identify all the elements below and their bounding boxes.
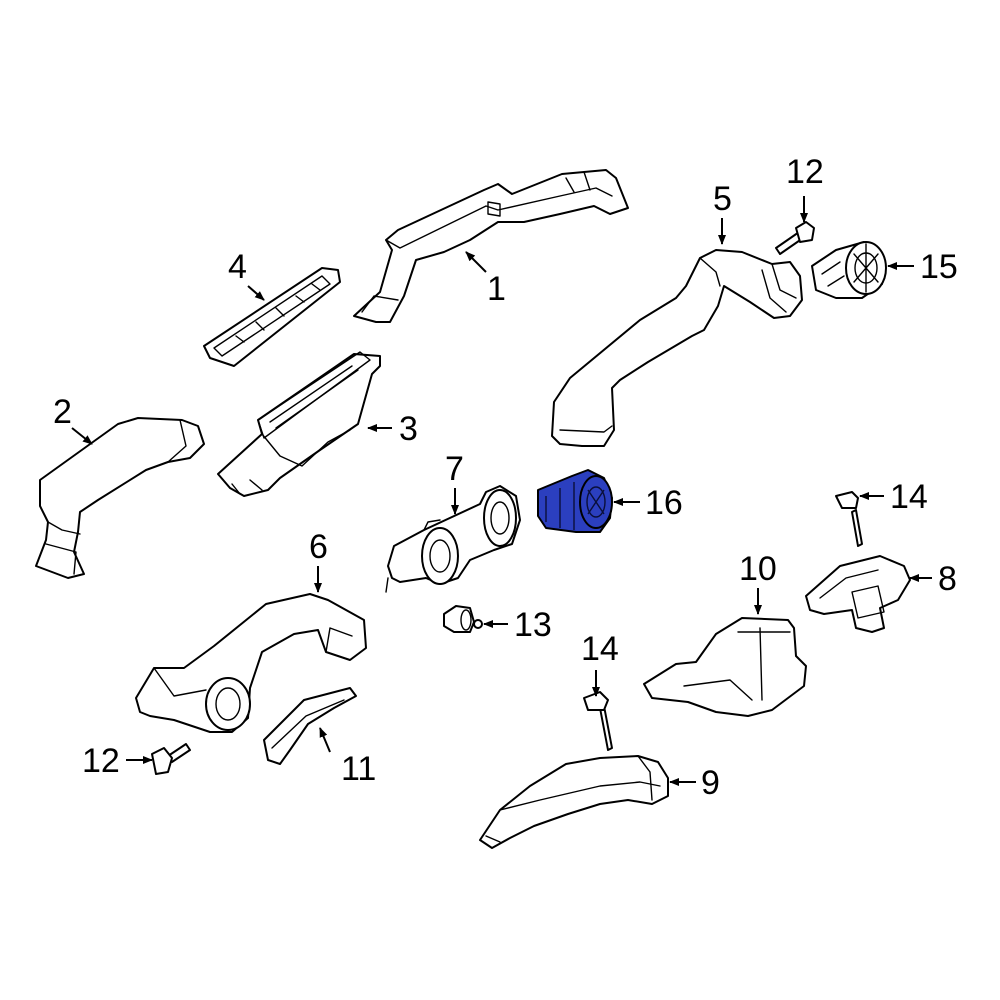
part-1-duct[interactable]	[353, 169, 629, 323]
callout-9: 9	[701, 764, 720, 802]
part-7-vent-assembly[interactable]	[385, 485, 521, 593]
part-9-duct[interactable]	[479, 755, 669, 849]
callout-2: 2	[53, 393, 72, 431]
callout-11: 11	[341, 750, 376, 788]
callout-13: 13	[514, 606, 552, 644]
part-10-housing[interactable]	[643, 617, 807, 717]
leader-2	[71, 427, 93, 445]
callout-7: 7	[445, 450, 464, 488]
part-13-clip[interactable]	[443, 605, 483, 633]
callout-15: 15	[920, 248, 958, 286]
callout-16: 16	[645, 484, 683, 522]
callout-14-lower: 14	[581, 630, 619, 668]
callout-12-upper: 12	[786, 153, 824, 191]
leader-11	[319, 727, 331, 753]
part-12-screw-upper[interactable]	[775, 221, 815, 255]
callout-1: 1	[487, 270, 506, 308]
callout-4: 4	[228, 248, 247, 286]
callout-6: 6	[309, 528, 328, 566]
part-11-trim[interactable]	[263, 687, 357, 765]
part-14-pin-upper[interactable]	[835, 491, 863, 547]
callout-8: 8	[938, 560, 957, 598]
part-8-bracket[interactable]	[805, 555, 911, 633]
callout-12-lower: 12	[82, 742, 120, 780]
part-2-duct[interactable]	[35, 417, 205, 579]
leader-1	[465, 251, 487, 273]
callout-10: 10	[739, 550, 777, 588]
leader-4	[247, 285, 265, 301]
part-16-register-highlighted[interactable]	[537, 469, 613, 533]
callout-3: 3	[399, 410, 418, 448]
part-5-duct[interactable]	[551, 249, 803, 447]
part-12-screw-lower[interactable]	[151, 743, 191, 775]
callout-14-upper: 14	[890, 478, 928, 516]
part-3-vent-housing[interactable]	[217, 351, 381, 497]
part-15-register[interactable]	[811, 241, 887, 299]
part-14-pin-lower[interactable]	[583, 691, 613, 751]
callout-5: 5	[713, 180, 732, 218]
part-6-duct[interactable]	[135, 593, 367, 733]
part-4-vent-grille[interactable]	[203, 267, 341, 367]
